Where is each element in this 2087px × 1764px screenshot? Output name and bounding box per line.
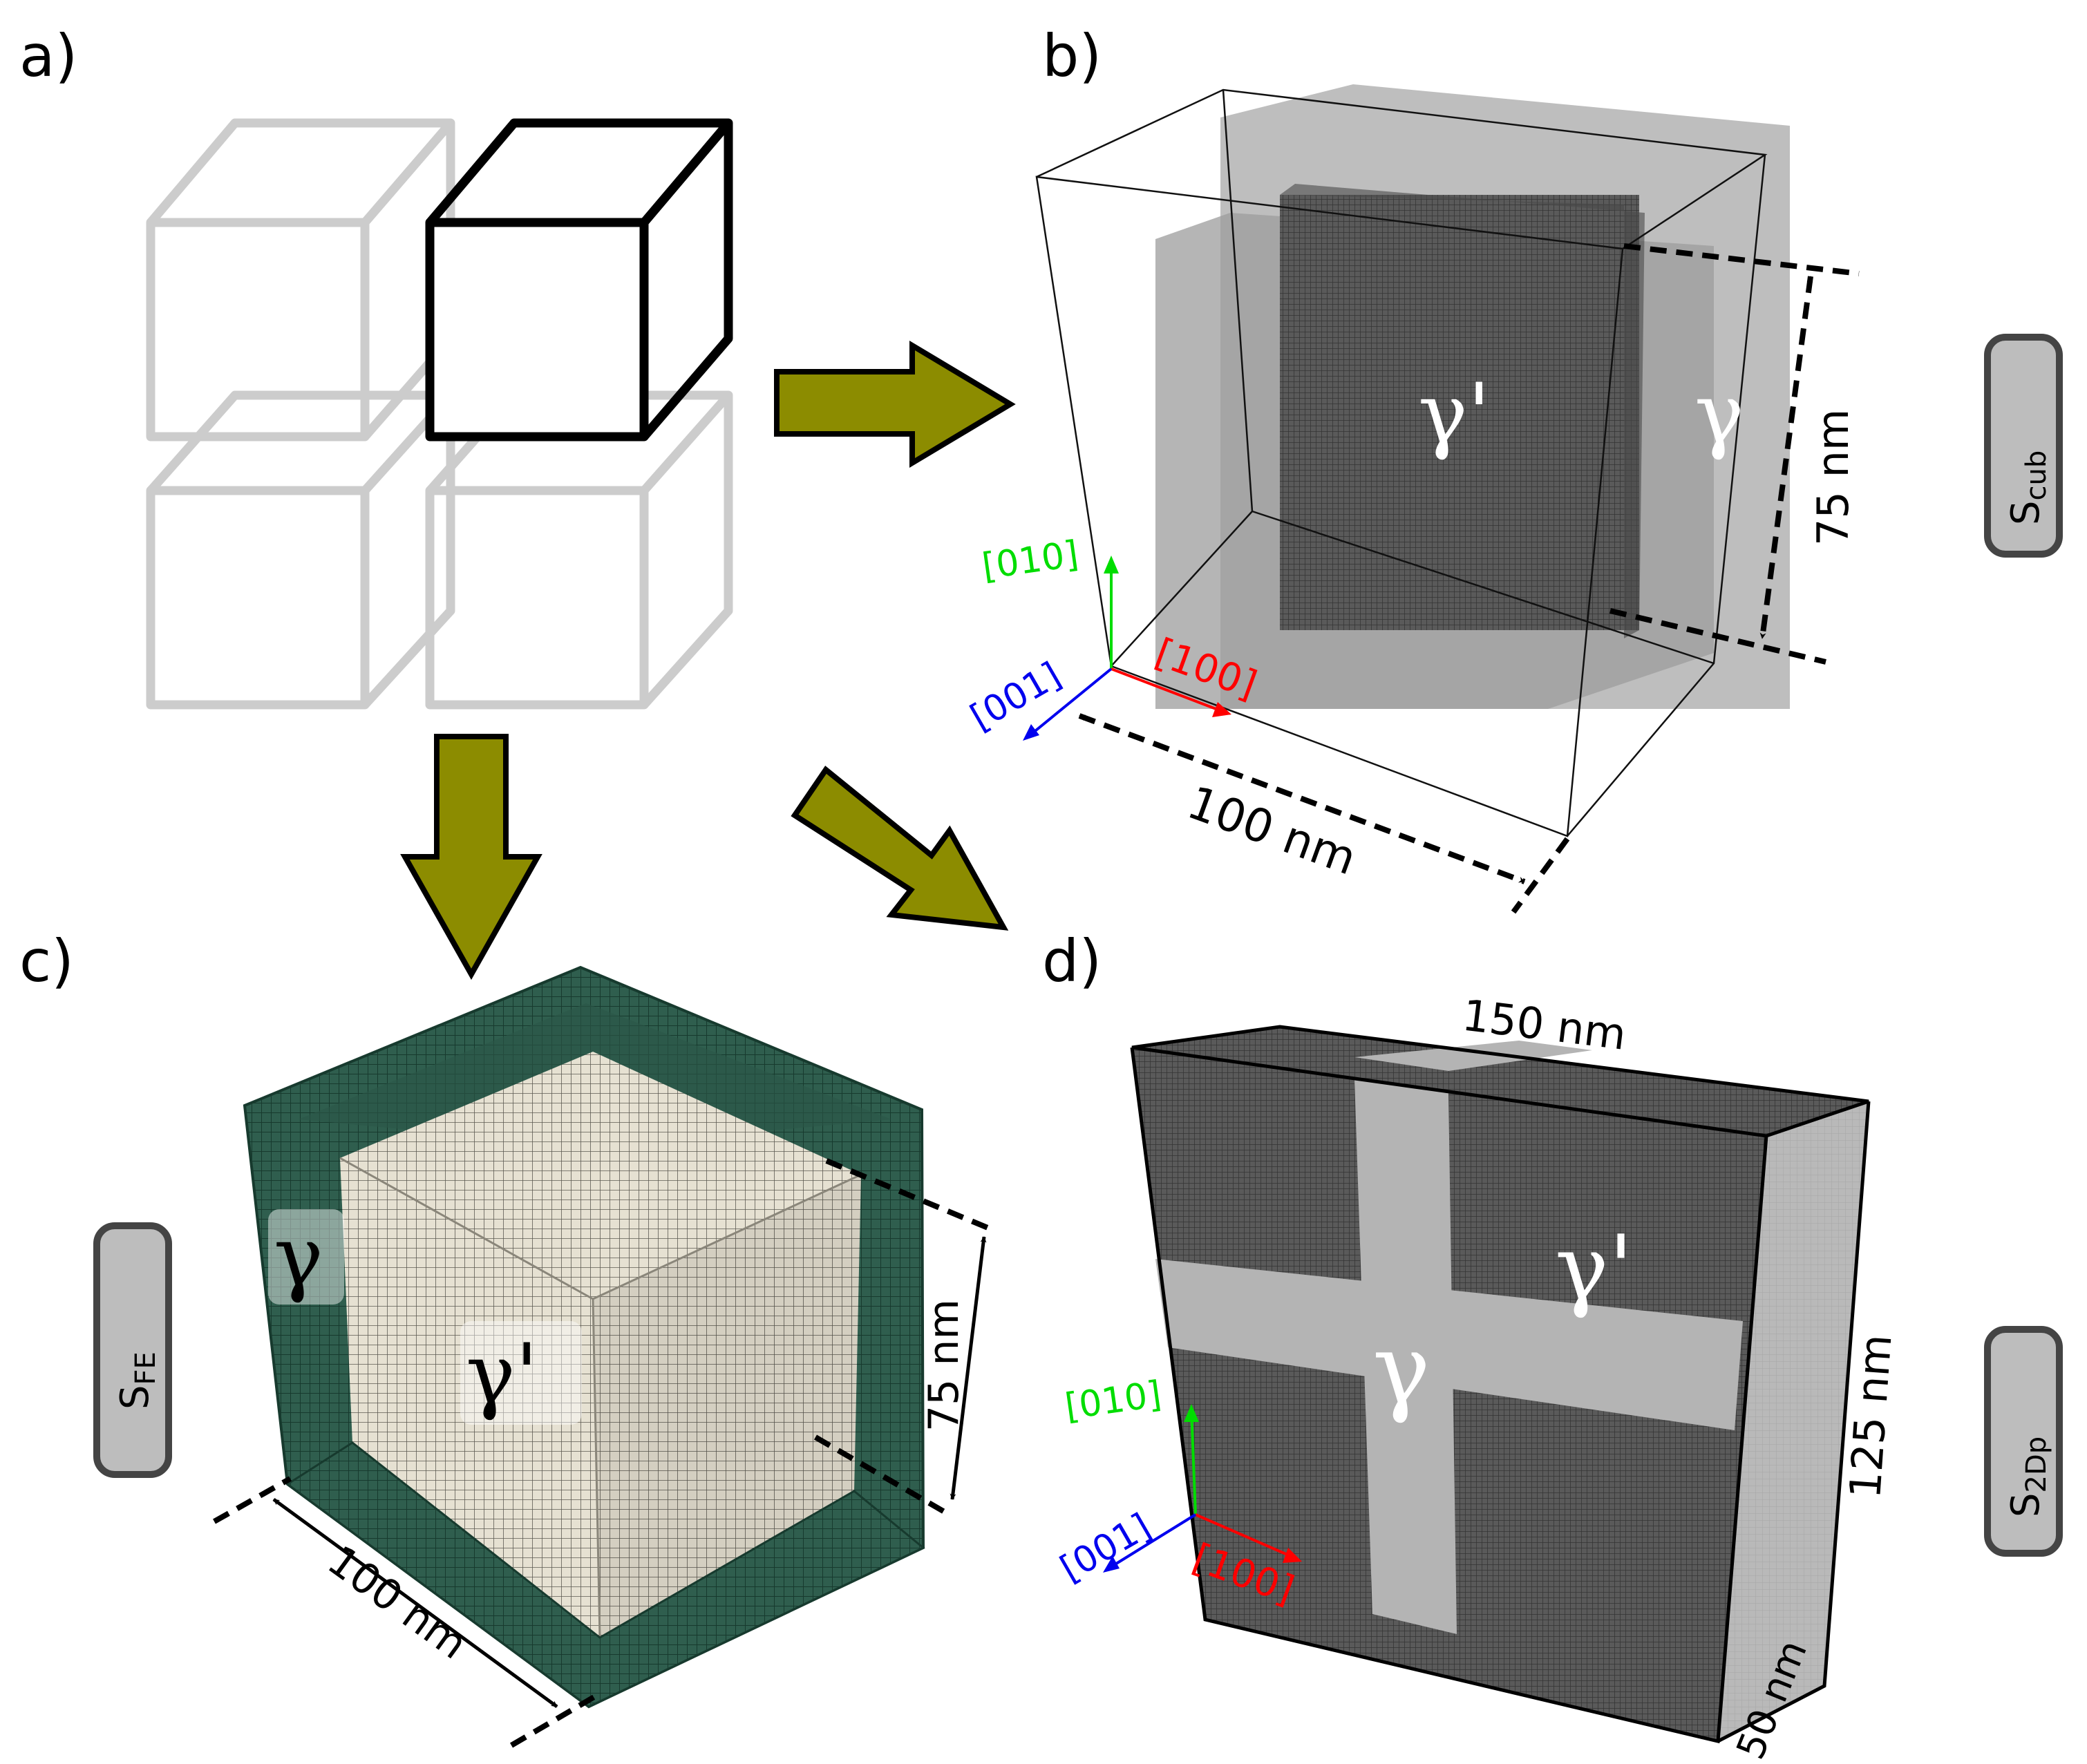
gray-cube-bottom-left [146,390,455,710]
svg-text:[010]: [010] [1062,1374,1164,1428]
svg-text:SFE: SFE [113,1352,162,1410]
gamma-prime-label-box-c [460,1321,582,1425]
gamma-prime-label-b: γ' [1418,366,1491,462]
cube-array-illustration [146,118,733,710]
gray-cube-top-left [146,118,455,442]
svg-text:S2Dp: S2Dp [2003,1436,2052,1517]
two-dimensional-periodic-model [1130,1025,1871,1744]
arrow-to-d [791,766,1009,931]
panel-label-b: b) [1042,22,1102,90]
gray-cube-bottom-right [425,390,733,710]
process-arrows [400,340,1016,980]
svg-text:Scub: Scub [2003,451,2052,525]
panel-label-a: a) [19,22,77,90]
panel-label-d: d) [1042,927,1102,995]
arrow-to-c [400,734,542,980]
gamma-label-d: γ [1372,1313,1430,1426]
badge-s-fe: SFE [93,1222,172,1478]
svg-text:[001]: [001] [1054,1506,1158,1590]
badge-s-2dp: S2Dp [1984,1326,2063,1557]
gamma-label-b: γ [1694,366,1744,462]
svg-text:75 nm: 75 nm [920,1299,968,1432]
gamma-label-box-c [268,1209,344,1305]
svg-text:100 nm: 100 nm [1181,776,1363,886]
svg-text:75 nm: 75 nm [1808,409,1858,546]
dimension-75nm-c: 75 nm [813,1158,991,1516]
svg-text:[001]: [001] [964,654,1068,739]
gamma-label-c: γ [274,1209,323,1305]
gamma-prime-mesh-cube [339,1052,862,1638]
badge-s-cub: Scub [1984,334,2063,558]
cubic-precipitate-model [1035,84,1790,837]
gamma-prime-cube [1280,195,1639,630]
gamma-prime-label-d: γ' [1555,1215,1633,1320]
dimension-125nm-d: 125 nm [1840,1333,1901,1500]
svg-text:[010]: [010] [979,533,1081,588]
panel-label-c: c) [19,927,74,995]
simulation-box-wireframe [1035,88,1768,837]
dimension-75nm-b: 75 nm [1609,243,1860,665]
finite-element-mesh-model [243,965,925,1709]
gamma-prime-label-c: γ' [466,1327,538,1423]
arrow-to-b [774,340,1016,468]
highlighted-cube [425,118,733,442]
